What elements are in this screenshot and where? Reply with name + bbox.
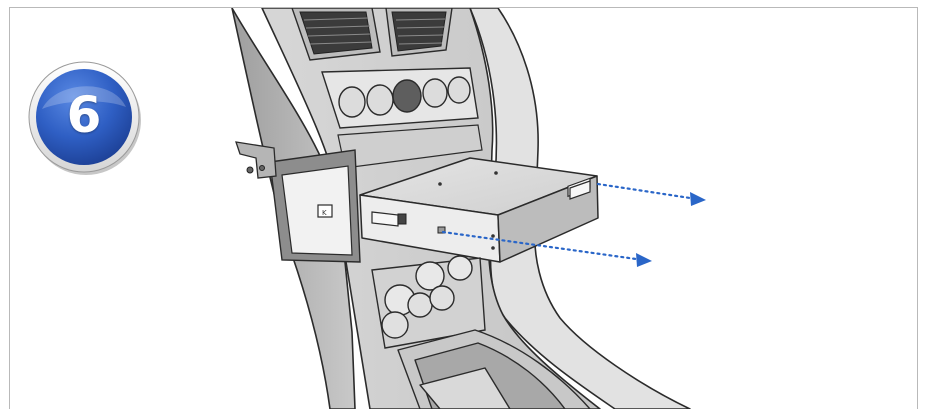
head-unit bbox=[359, 157, 599, 263]
storage-tray bbox=[397, 329, 591, 409]
numbered-step-badge-icon bbox=[28, 61, 141, 175]
pull-direction-arrows bbox=[441, 182, 706, 267]
arrowhead-upper bbox=[690, 192, 706, 206]
dotted-arrow-upper bbox=[596, 182, 692, 200]
step-number: 6 bbox=[66, 86, 102, 144]
mounting-cage: K bbox=[235, 141, 361, 263]
dotted-arrow-lower bbox=[441, 230, 638, 261]
arrowhead-lower bbox=[636, 253, 652, 267]
lower-gauges bbox=[371, 255, 486, 349]
air-vents bbox=[291, 7, 453, 61]
svg-text:K: K bbox=[322, 209, 327, 217]
round-switches bbox=[338, 76, 471, 118]
